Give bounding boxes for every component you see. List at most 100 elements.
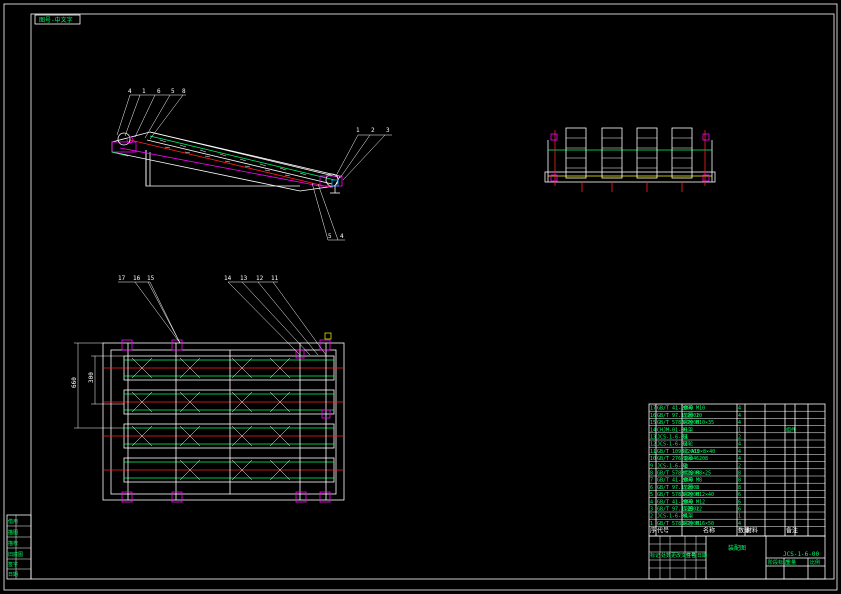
bom-cell: 螺栓 M12×40 — [683, 491, 714, 498]
bom-cell: 螺栓 M8×25 — [683, 470, 711, 477]
balloon-5: 5 — [171, 88, 175, 95]
bom-cell: 螺母 M12 — [683, 498, 705, 505]
bom-cell: GB/T 41-2000 — [657, 406, 693, 412]
bom-cell: JCS-1-6-02 — [657, 442, 687, 448]
bom-cell: 1 — [738, 427, 741, 433]
bom-cell: 垫圈 10 — [683, 412, 702, 419]
bom-cell: 14 — [650, 427, 656, 433]
bom-cell: 机架 — [683, 513, 693, 520]
balloon-r3: 3 — [386, 127, 390, 134]
balloon-r1: 1 — [356, 127, 360, 134]
bom-cell: 6 — [738, 492, 741, 498]
bom-header-cell: 名称 — [703, 527, 715, 535]
tb-label-scale: 比例 — [810, 559, 820, 566]
bom-cell: 螺栓 M16×50 — [683, 520, 714, 527]
title-drawing-no: JCS-1-6-00 — [783, 551, 820, 558]
tb-label-weight: 重量 — [786, 559, 796, 566]
bom-cell: 1 — [738, 514, 741, 520]
bom-cell: 4 — [738, 420, 741, 426]
bom-cell: 键 A10×8×40 — [683, 448, 715, 455]
bom-header-cell: 备注 — [786, 527, 798, 535]
bom-cell: 7 — [650, 478, 653, 484]
bom-header-cell: 材料 — [746, 527, 758, 535]
bom-cell: 11 — [650, 449, 656, 455]
bom-cell: JCS-1-6-01 — [657, 463, 687, 469]
bom-cell: 4 — [738, 449, 741, 455]
bom-cell: 组件 — [786, 426, 796, 433]
title-name: 装配图 — [728, 544, 746, 552]
bom-cell: 4 — [738, 406, 741, 412]
strip-0: 借用 — [8, 518, 18, 525]
balloon-4: 4 — [128, 88, 132, 95]
side-view-balloons: 4 1 6 5 8 1 2 3 5 4 — [128, 88, 390, 240]
bom-cell: 托架 — [683, 426, 693, 433]
bom-cell: 螺母 M10 — [683, 405, 705, 412]
balloon-b5: 5 — [328, 233, 332, 240]
balloon-15: 15 — [147, 275, 155, 282]
corner-tag: 图号-中文字 — [34, 14, 81, 25]
bom-cell: 4 — [738, 413, 741, 419]
bom-cell: 6 — [738, 499, 741, 505]
balloon-11: 11 — [271, 275, 279, 282]
left-strip: 借用 描图 描校 旧底图 签字 日期 — [6, 514, 32, 580]
tb-label-stage: 阶段标记 — [768, 559, 788, 566]
bom-cell: 4 — [738, 456, 741, 462]
bom-cell: GB/T 5783-2000 — [657, 471, 699, 477]
tb-label-mark: 标记 — [650, 552, 660, 559]
bom-cell: 2 — [650, 514, 653, 520]
bom-cell: 垫圈 12 — [683, 506, 702, 513]
bom-header-cell: 代号 — [657, 527, 669, 535]
bom-cell: 17 — [650, 406, 656, 412]
bom-cell: 6 — [738, 507, 741, 513]
bom-cell: GB/T 97.1-2002 — [657, 485, 699, 491]
bom-cell: 8 — [738, 478, 741, 484]
strip-2: 描校 — [8, 540, 18, 547]
bom-cell: 螺母 M8 — [683, 477, 702, 484]
plan-view — [74, 281, 345, 503]
bom-cell: 垫圈 8 — [683, 484, 699, 491]
bom-cell: 2 — [738, 435, 741, 441]
balloon-12: 12 — [256, 275, 264, 282]
balloon-1: 1 — [142, 88, 146, 95]
balloon-6: 6 — [157, 88, 161, 95]
bom-cell: 16 — [650, 413, 656, 419]
sheet-inner-border — [30, 13, 835, 580]
bom-cell: 8 — [650, 471, 653, 477]
tb-label-sign: 签名 — [686, 552, 696, 559]
bom-cell: 3 — [650, 507, 653, 513]
bom-cell: 螺栓 M10×35 — [683, 419, 714, 426]
corner-tag-text: 图号-中文字 — [39, 16, 73, 24]
title-block: 装配图 JCS-1-6-00 标记 处数 更改文件号 签名 日期 阶段标记 重量… — [648, 535, 826, 580]
bom-cell: GB/T 1096-2003 — [657, 449, 699, 455]
bom-cell: GB/T 97.1-2002 — [657, 507, 699, 513]
tb-label-count: 处数 — [661, 552, 671, 559]
bom-cell: 1 — [650, 521, 653, 527]
balloon-b4: 4 — [340, 233, 344, 240]
strip-5: 日期 — [8, 572, 18, 578]
dim-inner: 300 — [88, 372, 95, 383]
bom-cell: GB/T 5783-2000 — [657, 521, 699, 527]
balloon-14: 14 — [224, 275, 232, 282]
bom-cell: JCS-1-6-03 — [657, 435, 687, 441]
strip-4: 签字 — [8, 561, 18, 568]
bom-header-cell: 序 — [650, 527, 656, 535]
bom-cell: 5 — [650, 492, 653, 498]
bom-cell: GB/T 97.1-2002 — [657, 413, 699, 419]
sheet-outer-border — [3, 3, 838, 591]
bom-cell: 链轮 — [683, 441, 693, 448]
bom-cell: JCS-1-6-04 — [657, 514, 687, 520]
bom-cell: CHJM-01-00 — [657, 427, 687, 433]
bom-header-cell: 数量 — [738, 527, 750, 535]
strip-1: 描图 — [8, 529, 18, 536]
balloon-16: 16 — [133, 275, 141, 282]
side-view — [111, 94, 392, 241]
bom-cell: 8 — [738, 471, 741, 477]
bom-cell: GB/T 276-1994 — [657, 456, 696, 462]
bom-cell: 4 — [738, 521, 741, 527]
plan-view-labels: 17 16 15 14 13 12 11 660 300 — [71, 275, 279, 388]
bom-cell: 12 — [650, 442, 656, 448]
strip-3: 旧底图 — [8, 551, 23, 558]
bom-cell: GB/T 41-2000 — [657, 478, 693, 484]
